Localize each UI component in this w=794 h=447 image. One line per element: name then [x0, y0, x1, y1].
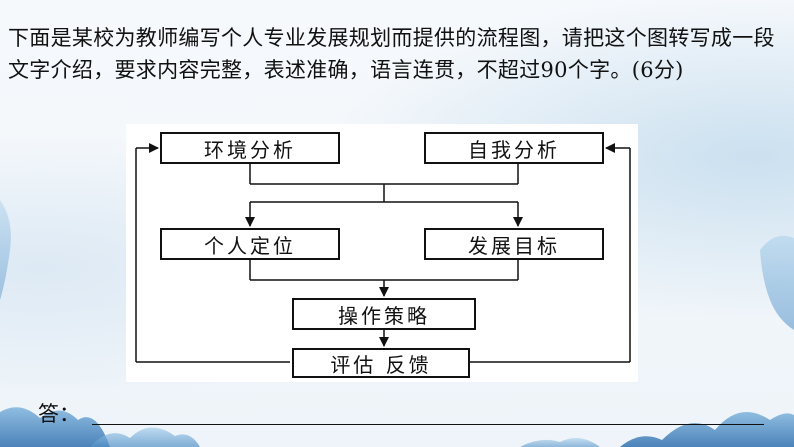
question-text: 下面是某校为教师编写个人专业发展规划而提供的流程图，请把这个图转写成一段文字介绍…: [8, 26, 775, 82]
flowchart-connectors: [135, 143, 631, 363]
node-env-analysis: 环境分析: [160, 132, 340, 164]
node-evaluation: 评估 反馈: [292, 348, 470, 378]
node-personal-position: 个人定位: [160, 228, 340, 260]
node-self-analysis: 自我分析: [424, 132, 604, 164]
node-strategy: 操作策略: [292, 298, 476, 330]
answer-line: [92, 424, 764, 425]
answer-label: 答：: [38, 402, 80, 426]
flowchart: 环境分析 自我分析 个人定位 发展目标 操作策略 评估 反馈: [126, 124, 638, 382]
node-dev-goal: 发展目标: [424, 228, 604, 260]
